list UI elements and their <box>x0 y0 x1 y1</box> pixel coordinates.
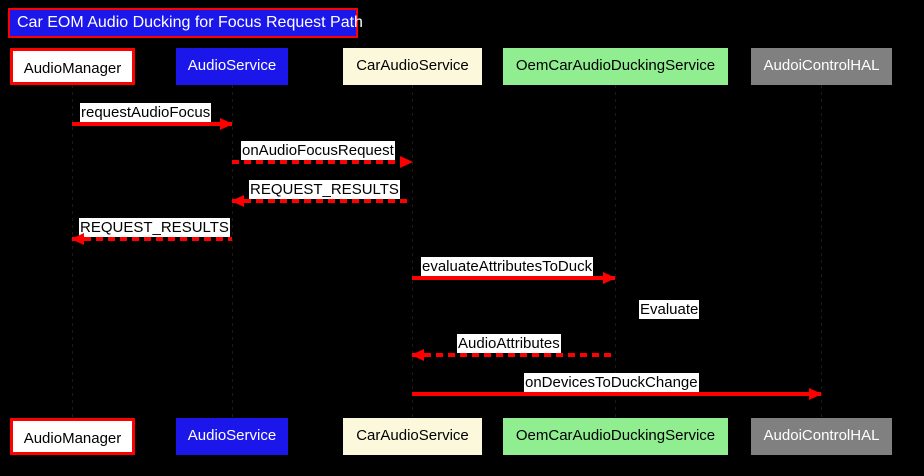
diagram-title: Car EOM Audio Ducking for Focus Request … <box>8 8 363 38</box>
lifeline-audiomanager <box>72 85 73 418</box>
message-arrow-requestaudiofocus <box>72 118 233 130</box>
note-label-evaluate: Evaluate <box>639 300 700 319</box>
participant-oemcaraudioduckingservice-bottom[interactable]: OemCarAudioDuckingService <box>503 418 728 455</box>
participant-caraudioservice-bottom[interactable]: CarAudioService <box>343 418 482 455</box>
arrowhead-left-icon <box>71 233 84 245</box>
message-arrow-request-results-1 <box>231 195 412 207</box>
participant-audiomanager-top[interactable]: AudioManager <box>10 48 135 85</box>
participant-audoicontrolhal-top[interactable]: AudoiControlHAL <box>751 48 892 85</box>
lifeline-audiocontrolhal <box>821 85 822 418</box>
participant-audioservice-top[interactable]: AudioService <box>176 48 288 85</box>
arrowhead-right-icon <box>603 272 616 284</box>
message-arrow-request-results-2 <box>71 233 232 245</box>
message-label-ondevicestoduckchange: onDevicesToDuckChange <box>524 373 699 392</box>
participant-oemcaraudioduckingservice-top[interactable]: OemCarAudioDuckingService <box>503 48 728 85</box>
lifeline-audioservice <box>232 85 233 418</box>
message-arrow-audioattributes <box>411 349 615 361</box>
arrowhead-left-icon <box>411 349 424 361</box>
message-label-onaudiofocusrequest: onAudioFocusRequest <box>241 141 395 160</box>
message-label-request-results-1: REQUEST_RESULTS <box>249 180 400 199</box>
message-arrow-onaudiofocusrequest <box>232 156 413 168</box>
arrowhead-left-icon <box>231 195 244 207</box>
message-label-request-results-2: REQUEST_RESULTS <box>79 218 230 237</box>
arrowhead-right-icon <box>220 118 233 130</box>
lifeline-oemducking <box>615 85 616 418</box>
participant-audiomanager-bottom[interactable]: AudioManager <box>10 418 135 455</box>
arrowhead-right-icon <box>400 156 413 168</box>
message-label-evaluateattributestoduck: evaluateAttributesToDuck <box>421 257 594 276</box>
arrowhead-right-icon <box>809 388 822 400</box>
message-arrow-evaluateattributestoduck <box>412 272 616 284</box>
participant-audioservice-bottom[interactable]: AudioService <box>176 418 288 455</box>
lifeline-caraudioservice <box>412 85 413 418</box>
message-label-audioattributes: AudioAttributes <box>457 334 561 353</box>
participant-audoicontrolhal-bottom[interactable]: AudoiControlHAL <box>751 418 892 455</box>
participant-caraudioservice-top[interactable]: CarAudioService <box>343 48 482 85</box>
message-arrow-ondevicestoduckchange <box>412 388 822 400</box>
message-label-requestaudiofocus: requestAudioFocus <box>80 103 212 122</box>
